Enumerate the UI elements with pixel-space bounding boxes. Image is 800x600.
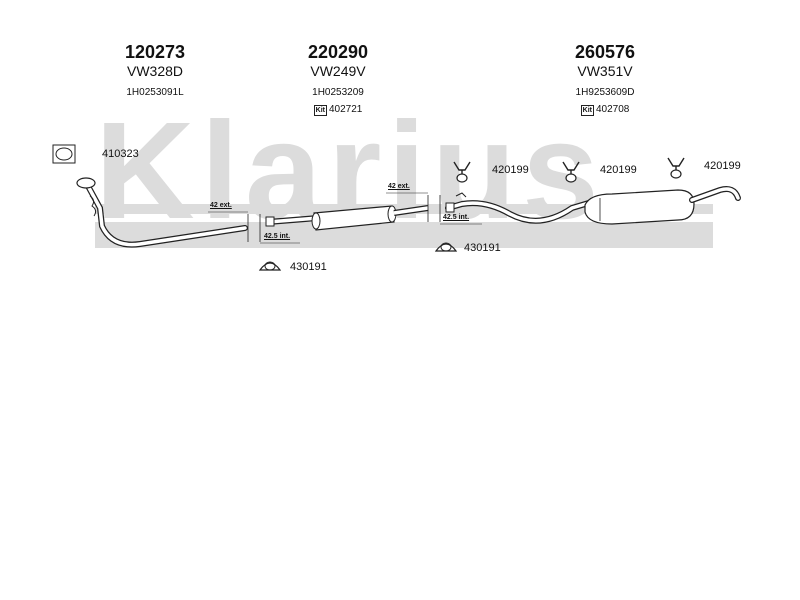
oem-number: 1H0253209 [312,87,364,98]
kit-icon: Kit [313,104,327,116]
part-code: VW249V [310,63,366,79]
gasket-label: 410323 [102,148,139,160]
middle-silencer [265,205,429,231]
hanger-label: 420199 [600,164,637,176]
part-number: 220290 [307,42,369,62]
kit-number: 402708 [595,104,630,115]
kit-reference: Kit 402708 [545,104,665,116]
oem-number: 1H0253091L [126,87,184,98]
part-group-1: 120273 VW328D 1H0253091L [95,42,215,100]
hanger-label: 420199 [492,164,529,176]
part-group-3: 260576 VW351V 1H9253609D Kit 402708 [545,42,665,116]
hanger-icon [453,161,471,183]
dimension-int: 42.5 int. [443,214,470,221]
hanger-icon [667,157,685,179]
part-number: 260576 [574,42,636,62]
part-code: VW351V [577,63,633,79]
hanger-label: 420199 [704,160,741,172]
part-number: 120273 [124,42,186,62]
dimension-int: 42.5 int. [264,233,291,240]
clamp-label: 430191 [464,242,501,254]
gasket-icon [52,144,76,164]
kit-number: 402721 [328,104,363,115]
oem-number: 1H9253609D [575,87,635,98]
dimension-marks-1 [208,211,300,244]
clamp-icon [434,242,458,252]
front-pipe [76,177,248,248]
kit-reference: Kit 402721 [278,104,398,116]
clamp-label: 430191 [290,261,327,273]
clamp-icon [258,261,282,271]
dimension-ext: 42 ext. [388,183,410,190]
rear-silencer [445,186,741,225]
part-group-2: 220290 VW249V 1H0253209 Kit 402721 [278,42,398,116]
dimension-marks-2 [386,192,482,225]
part-code: VW328D [126,63,184,79]
hanger-icon [562,161,580,183]
dimension-ext: 42 ext. [210,202,232,209]
kit-icon: Kit [580,104,594,116]
